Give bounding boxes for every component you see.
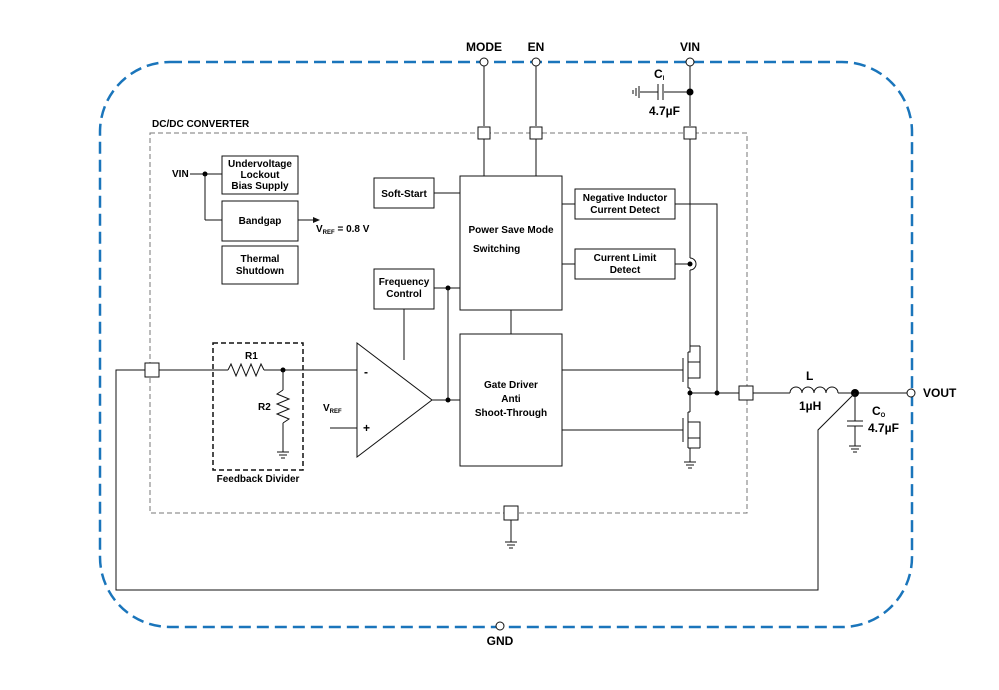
svg-text:Control: Control xyxy=(386,289,422,300)
svg-text:Frequency: Frequency xyxy=(379,277,430,288)
svg-text:+: + xyxy=(363,421,370,435)
svg-text:CI: CI xyxy=(654,67,665,82)
svg-text:Anti: Anti xyxy=(501,394,521,405)
svg-text:EN: EN xyxy=(528,40,545,54)
svg-text:Shutdown: Shutdown xyxy=(236,266,284,277)
input-capacitor: CI 4.7µF xyxy=(632,67,694,118)
svg-text:VREF: VREF xyxy=(323,403,342,415)
gnd-pin: GND xyxy=(487,505,519,648)
svg-text:Current Limit: Current Limit xyxy=(594,253,657,264)
svg-text:Negative Inductor: Negative Inductor xyxy=(583,193,668,204)
svg-text:Shoot-Through: Shoot-Through xyxy=(475,408,547,419)
converter-outline xyxy=(149,132,748,514)
svg-text:L: L xyxy=(806,369,813,383)
low-side-switch xyxy=(682,393,701,469)
vin-pin: VIN xyxy=(680,40,700,140)
high-side-switch xyxy=(682,340,701,393)
svg-text:4.7µF: 4.7µF xyxy=(649,104,680,118)
svg-text:MODE: MODE xyxy=(466,40,502,54)
feedback-divider: R1 R2 Feedback Divider xyxy=(212,342,360,485)
converter-title: DC/DC CONVERTER xyxy=(152,119,250,130)
svg-text:Current Detect: Current Detect xyxy=(590,205,660,216)
uvlo-block: VIN Undervoltage Lockout Bias Supply xyxy=(172,155,299,221)
current-limit-detect-block: Current Limit Detect xyxy=(562,248,693,280)
vin-rail-crossover xyxy=(689,257,697,271)
output-capacitor: CO 4.7µF xyxy=(847,393,899,453)
frequency-control-block: Frequency Control xyxy=(373,268,460,400)
svg-text:Thermal: Thermal xyxy=(241,254,280,265)
svg-text:-: - xyxy=(364,365,368,379)
fb-pin xyxy=(144,362,160,378)
soft-start-block: Soft-Start xyxy=(373,177,460,209)
svg-text:Bias Supply: Bias Supply xyxy=(231,181,289,192)
svg-text:VOUT: VOUT xyxy=(923,386,957,400)
feedback-trace xyxy=(115,369,856,591)
gate-driver-block: Gate Driver Anti Shoot-Through xyxy=(432,310,683,467)
svg-text:Soft-Start: Soft-Start xyxy=(381,189,427,200)
svg-text:Switching: Switching xyxy=(473,244,520,255)
svg-text:Gate Driver: Gate Driver xyxy=(484,380,538,391)
package-outline xyxy=(98,60,914,629)
svg-text:Detect: Detect xyxy=(610,265,641,276)
mode-pin: MODE xyxy=(466,40,502,176)
svg-text:Undervoltage: Undervoltage xyxy=(228,159,292,170)
svg-text:CO: CO xyxy=(872,404,886,419)
svg-text:Power Save Mode: Power Save Mode xyxy=(468,225,553,236)
power-save-mode-block: Power Save Mode Switching xyxy=(459,175,563,311)
r1-label: R1 xyxy=(245,351,258,362)
bandgap-block: Bandgap VREF = 0.8 V xyxy=(221,200,370,242)
r2-label: R2 xyxy=(258,402,271,413)
svg-text:Lockout: Lockout xyxy=(241,170,281,181)
en-pin: EN xyxy=(528,40,545,176)
thermal-shutdown-block: Thermal Shutdown xyxy=(221,245,299,285)
svg-text:VREF = 0.8 V: VREF = 0.8 V xyxy=(316,224,370,236)
vin-label: VIN xyxy=(172,169,189,180)
svg-text:4.7µF: 4.7µF xyxy=(868,421,899,435)
feedback-divider-title: Feedback Divider xyxy=(217,474,300,485)
svg-text:GND: GND xyxy=(487,634,514,648)
svg-text:1µH: 1µH xyxy=(799,399,821,413)
error-amplifier: - + VREF xyxy=(323,341,433,459)
switch-node xyxy=(687,385,790,401)
svg-text:Bandgap: Bandgap xyxy=(239,216,282,227)
negative-inductor-detect-block: Negative Inductor Current Detect xyxy=(562,188,718,393)
svg-text:VIN: VIN xyxy=(680,40,700,54)
vout-pin: VOUT xyxy=(906,386,957,400)
inductor: L 1µH xyxy=(789,369,907,413)
